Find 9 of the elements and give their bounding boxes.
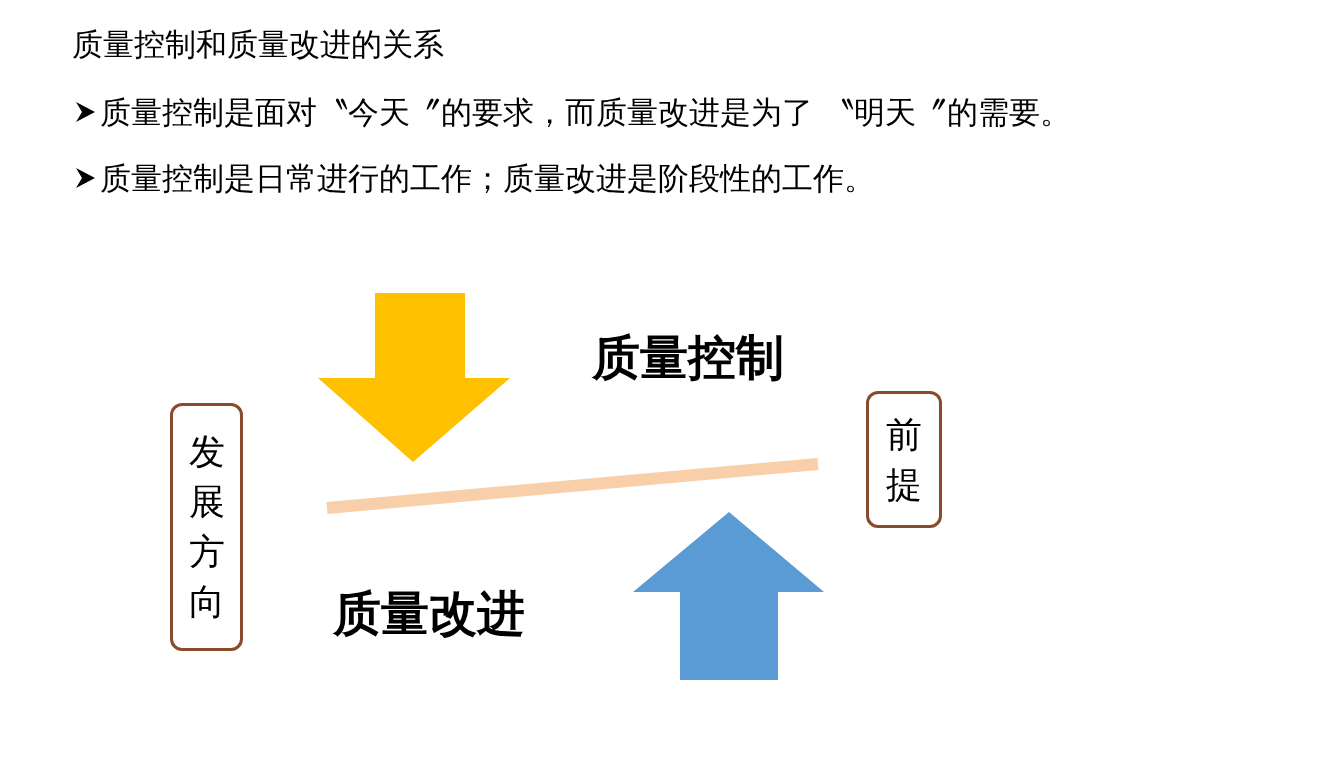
text-box: [170, 403, 243, 651]
title: 质量控制和质量改进的关系: [72, 25, 444, 64]
vertical-text: 前提: [885, 412, 923, 507]
bullet-text: 质量控制是日常进行的工作；质量改进是阶段性的工作。: [100, 159, 875, 198]
vertical-text: 发展方向: [187, 430, 226, 624]
diagram-label: 质量改进: [333, 584, 525, 643]
text-box: [866, 391, 942, 528]
bullet-text: 质量控制是面对〝今天〞的要求，而质量改进是为了 〝明天〞的需要。: [100, 93, 1071, 132]
diagram-label: 质量控制: [592, 328, 784, 387]
